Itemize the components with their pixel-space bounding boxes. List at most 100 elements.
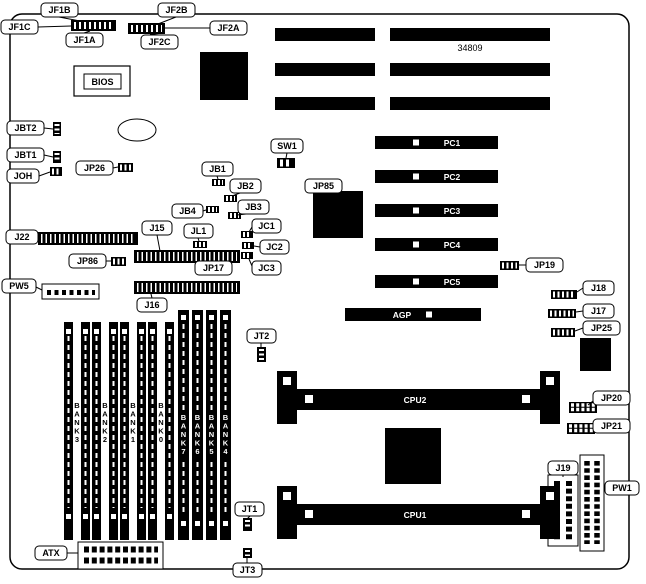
callout-jf2c: JF2C <box>140 33 179 50</box>
callout-j15: J15 <box>141 220 173 252</box>
jp21-header <box>567 423 595 434</box>
jt3-header <box>243 548 252 558</box>
slot-bar <box>275 97 375 110</box>
pci-slot-5: PC5 <box>375 275 498 288</box>
pci-slot-1: PC1 <box>375 136 498 149</box>
svg-text:JT1: JT1 <box>242 504 258 514</box>
j15-header <box>134 250 240 263</box>
svg-text:J19: J19 <box>555 463 570 473</box>
sw1-switch <box>277 158 295 168</box>
svg-text:J17: J17 <box>591 306 606 316</box>
svg-text:JF2B: JF2B <box>165 5 188 15</box>
agp-slot: AGP <box>345 308 481 321</box>
callout-jc1: JC1 <box>248 218 282 234</box>
svg-text:JL1: JL1 <box>191 226 207 236</box>
svg-text:JP26: JP26 <box>84 163 105 173</box>
svg-text:JOH: JOH <box>14 171 33 181</box>
pci-slot-2: PC2 <box>375 170 498 183</box>
svg-text:SW1: SW1 <box>277 141 297 151</box>
agp-slot-label: AGP <box>393 310 412 320</box>
callout-jp25: JP25 <box>574 320 621 336</box>
svg-text:JF1B: JF1B <box>48 5 71 15</box>
pw1-connector <box>579 454 605 552</box>
callout-jb1: JB1 <box>201 161 234 180</box>
jc2-header <box>242 242 254 249</box>
cpu1-label: CPU1 <box>404 510 427 520</box>
jt2-header <box>257 347 266 362</box>
jt1-header <box>243 518 252 531</box>
svg-text:JB3: JB3 <box>245 202 262 212</box>
svg-text:JC3: JC3 <box>258 263 275 273</box>
callout-jt1: JT1 <box>234 501 265 520</box>
cpu2-label: CPU2 <box>404 395 427 405</box>
simm-slot <box>192 310 203 540</box>
svg-text:JB2: JB2 <box>237 181 254 191</box>
callout-jbt2: JBT2 <box>6 120 54 136</box>
svg-text:ATX: ATX <box>42 548 59 558</box>
svg-text:JBT1: JBT1 <box>14 150 36 160</box>
pci-slot-label: PC5 <box>444 277 461 287</box>
pci-slot-label: PC1 <box>444 138 461 148</box>
pci-slot-3: PC3 <box>375 204 498 217</box>
callout-jf2b: JF2B <box>157 2 196 25</box>
callout-j18: J18 <box>576 280 615 296</box>
callout-jp85: JP85 <box>304 178 343 194</box>
crystal-oval <box>117 118 157 142</box>
pci-slot-label: PC4 <box>444 240 461 250</box>
jbt1-header <box>53 151 61 163</box>
svg-text:JP86: JP86 <box>77 256 98 266</box>
callout-jf1b: JF1B <box>40 2 81 22</box>
jb3-header <box>228 212 241 219</box>
jl1-header <box>193 241 207 248</box>
simm-slot <box>178 310 189 540</box>
svg-text:JP17: JP17 <box>203 263 224 273</box>
callout-j16: J16 <box>136 293 168 313</box>
callout-j17: J17 <box>575 303 615 319</box>
slot-bar <box>390 28 550 41</box>
callout-jbt1: JBT1 <box>6 147 54 163</box>
svg-text:JT2: JT2 <box>254 331 270 341</box>
jbt2-header <box>53 122 61 136</box>
callout-sw1: SW1 <box>270 138 304 159</box>
cpu2-slot: CPU2 <box>277 371 560 424</box>
jf2-header <box>128 23 165 34</box>
pci-slot-label: PC3 <box>444 206 461 216</box>
callout-j22: J22 <box>5 229 42 245</box>
chipset-chip <box>200 52 248 100</box>
simm-slot <box>220 310 231 540</box>
callout-pw1: PW1 <box>603 480 640 496</box>
bios-chip: BIOS <box>73 65 131 97</box>
j17-header <box>548 309 576 318</box>
jp19-header <box>500 261 519 270</box>
jb1-header <box>212 179 225 186</box>
svg-text:J18: J18 <box>591 283 606 293</box>
svg-text:JF2A: JF2A <box>217 23 240 33</box>
jp20-header <box>569 402 597 413</box>
svg-text:JF1A: JF1A <box>73 35 96 45</box>
svg-text:JBT2: JBT2 <box>14 123 36 133</box>
pw5-connector <box>41 283 100 300</box>
callout-jp17: JP17 <box>194 260 233 276</box>
svg-text:JF1C: JF1C <box>8 22 31 32</box>
cache-chip <box>385 428 441 484</box>
callout-pw5: PW5 <box>1 278 43 294</box>
simm-slot <box>206 310 217 540</box>
bios-label: BIOS <box>91 77 113 87</box>
svg-text:J16: J16 <box>144 300 159 310</box>
svg-text:JF2C: JF2C <box>148 37 171 47</box>
io-chip <box>580 338 611 371</box>
svg-text:JB4: JB4 <box>179 206 196 216</box>
callouts: JF1B JF2B JF1C JF1A JF2C JF2A JBT2 JBT1 … <box>0 2 640 578</box>
pci-slots: PC1 PC2 PC3 PC4 PC5 <box>375 136 498 288</box>
callout-j19: J19 <box>547 460 579 477</box>
slot-bar <box>390 63 550 76</box>
j18-header <box>551 290 577 299</box>
callout-jp20: JP20 <box>587 390 631 406</box>
cpu1-slot: CPU1 <box>277 486 560 539</box>
